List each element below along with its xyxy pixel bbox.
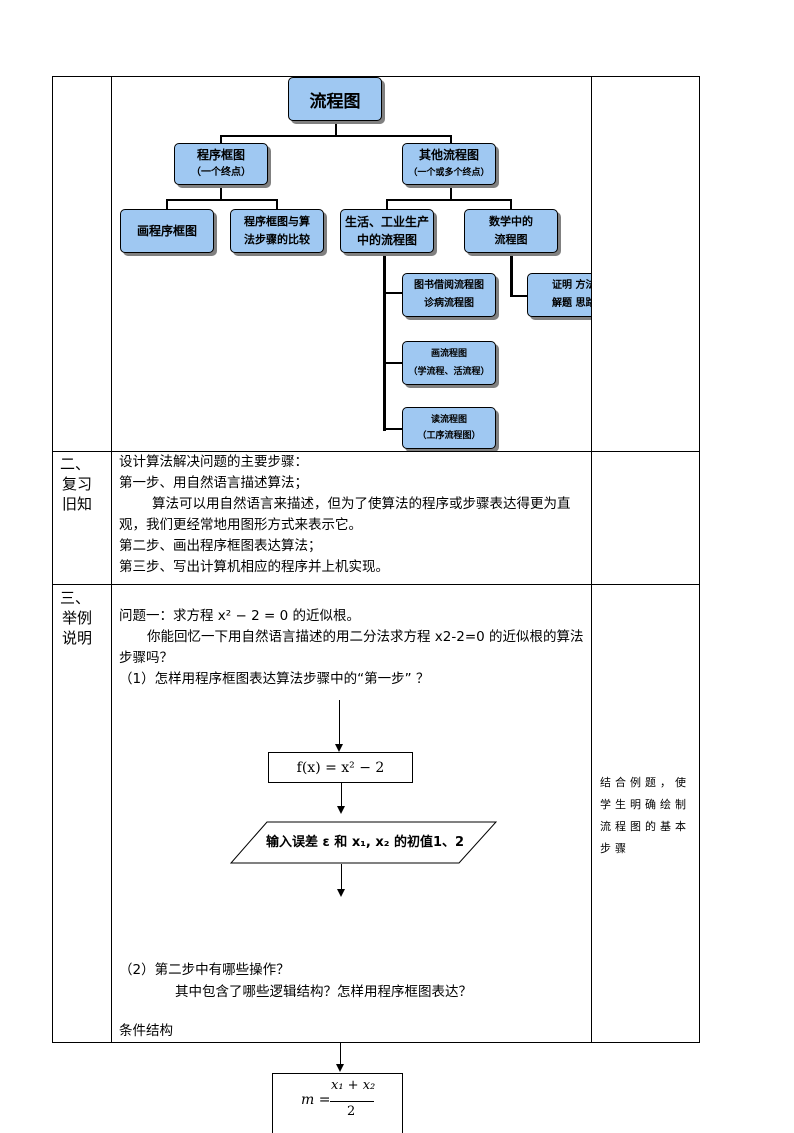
arrow-line — [340, 1043, 341, 1065]
review-line: 算法可以用自然语言来描述，但为了使算法的程序或步骤表达得更为直 — [152, 496, 571, 512]
node-line1: 生活、工业生产 — [344, 215, 429, 229]
table-border-top — [52, 76, 700, 77]
connector — [450, 135, 452, 143]
concept-node-life-industry: 生活、工业生产 中的流程图 — [340, 209, 434, 253]
connector — [166, 199, 168, 209]
connector — [220, 185, 222, 201]
concept-node-draw-flowchart: 画程序框图 — [120, 209, 214, 253]
connector — [510, 199, 512, 209]
node-line2: 流程图 — [494, 233, 528, 246]
concept-node-math-flowchart: 数学中的 流程图 — [464, 209, 558, 253]
table-row-divider-1 — [52, 451, 700, 452]
table-col-divider-2 — [591, 76, 592, 1043]
recall-question-cont: 步骤吗？ — [119, 650, 173, 666]
condition-structure-label: 条件结构 — [119, 1023, 173, 1039]
review-line: 第一步、用自然语言描述算法； — [119, 475, 308, 491]
input-box-label: 输入误差 ε 和 x₁, x₂ 的初值1、2 — [266, 835, 465, 850]
label-line: 举例 — [62, 609, 93, 627]
question-1: （1）怎样用程序框图表达算法步骤中的“第一步” ？ — [119, 671, 430, 687]
connector — [510, 295, 528, 297]
node-title: 程序框图 — [196, 148, 245, 162]
concept-node-compare-steps: 程序框图与算 法步骤的比较 — [230, 209, 324, 253]
label-line: 说明 — [62, 629, 93, 647]
node-line2: 法步骤的比较 — [244, 233, 310, 246]
node-line2: （工序流程图） — [417, 431, 481, 441]
node-subtitle: （一个终点） — [191, 167, 251, 178]
table-col-divider-1 — [111, 76, 112, 1043]
connector — [386, 199, 512, 201]
arrow-line — [341, 864, 342, 890]
concept-node-proof-method: 证明 方法 解题 思路 — [527, 273, 591, 317]
recall-question: 你能回忆一下用自然语言描述的用二分法求方程 x2-2=0 的近似根的算法 — [147, 629, 584, 645]
concept-node-library-clinic: 图书借阅流程图 诊病流程图 — [402, 273, 496, 317]
fraction-bar — [330, 1101, 374, 1102]
connector — [450, 185, 452, 201]
question-2-detail: 其中包含了哪些逻辑结构？怎样用程序框图表达？ — [175, 984, 472, 1000]
node-line1: 证明 方法 — [552, 280, 591, 291]
formula-lhs: m = — [301, 1092, 331, 1108]
review-line: 设计算法解决问题的主要步骤： — [119, 454, 308, 470]
node-line2: 诊病流程图 — [424, 298, 474, 309]
node-line1: 画流程图 — [430, 349, 467, 359]
node-line2: 解题 思路 — [552, 298, 591, 309]
review-line: 第二步、画出程序框图表达算法； — [119, 538, 322, 554]
node-line1: 读流程图 — [430, 415, 467, 425]
question-2: （2）第二步中有哪些操作？ — [119, 962, 290, 978]
connector — [276, 199, 278, 209]
connector — [383, 253, 386, 431]
connector — [220, 135, 452, 137]
label-line: 二、 — [60, 455, 91, 473]
process-box-fx: f(x) = x² − 2 — [268, 752, 413, 783]
input-parallelogram — [230, 821, 497, 864]
connector — [383, 362, 403, 364]
node-line2: （学流程、活流程） — [408, 367, 490, 377]
process-box-label: f(x) = x² − 2 — [296, 759, 385, 776]
connector — [220, 135, 222, 143]
concept-root-label: 流程图 — [309, 91, 361, 112]
review-line: 第三步、写出计算机相应的程序并上机实现。 — [119, 559, 389, 575]
node-title: 其他流程图 — [418, 148, 479, 162]
arrow-line — [339, 700, 340, 746]
table-border-right — [699, 76, 700, 1043]
arrow-head-icon — [337, 889, 345, 897]
connector — [386, 199, 388, 209]
table-row-divider-2 — [52, 584, 700, 585]
problem-statement: 问题一：求方程 x² − 2 = 0 的近似根。 — [119, 608, 360, 624]
formula-denominator: 2 — [347, 1104, 356, 1119]
review-section-label: 二、 复习 旧知 — [60, 454, 110, 514]
connector — [383, 428, 403, 430]
concept-root-flowchart: 流程图 — [288, 77, 382, 121]
label-line: 三、 — [60, 589, 91, 607]
teaching-note: 结合例题，使学生明确绘制流程图的基本步骤 — [600, 776, 690, 855]
formula-numerator: x₁ + x₂ — [331, 1078, 376, 1093]
node-subtitle: （一个或多个终点） — [408, 168, 490, 178]
table-border-left — [52, 76, 53, 1043]
concept-map: 流程图 程序框图 （一个终点） 其他流程图 （一个或多个终点） 画程序框图 程序… — [112, 77, 591, 451]
arrow-head-icon — [336, 1064, 344, 1072]
label-line: 复习 — [62, 475, 93, 493]
arrow-head-icon — [335, 744, 343, 752]
midpoint-process-box: m = x₁ + x₂ 2 — [272, 1073, 403, 1133]
node-line1: 程序框图与算 — [244, 215, 310, 228]
node-line1: 数学中的 — [489, 215, 533, 228]
concept-node-other-flowchart: 其他流程图 （一个或多个终点） — [402, 143, 496, 185]
arrow-head-icon — [337, 806, 345, 814]
connector — [335, 119, 337, 137]
review-line: 观，我们更经常地用图形方式来表示它。 — [119, 517, 362, 533]
concept-node-program-flowchart: 程序框图 （一个终点） — [174, 143, 268, 185]
node-line1: 图书借阅流程图 — [414, 280, 484, 291]
table-border-bottom — [52, 1042, 700, 1043]
arrow-line — [341, 783, 342, 807]
node-line2: 中的流程图 — [356, 233, 417, 247]
connector — [510, 253, 513, 297]
connector — [166, 199, 278, 201]
node-line1: 画程序框图 — [136, 224, 197, 238]
example-section-label: 三、 举例 说明 — [60, 588, 110, 648]
concept-node-read-process: 读流程图 （工序流程图） — [402, 407, 496, 449]
label-line: 旧知 — [62, 495, 93, 513]
connector — [383, 292, 403, 294]
concept-node-draw-process: 画流程图 （学流程、活流程） — [402, 341, 496, 385]
